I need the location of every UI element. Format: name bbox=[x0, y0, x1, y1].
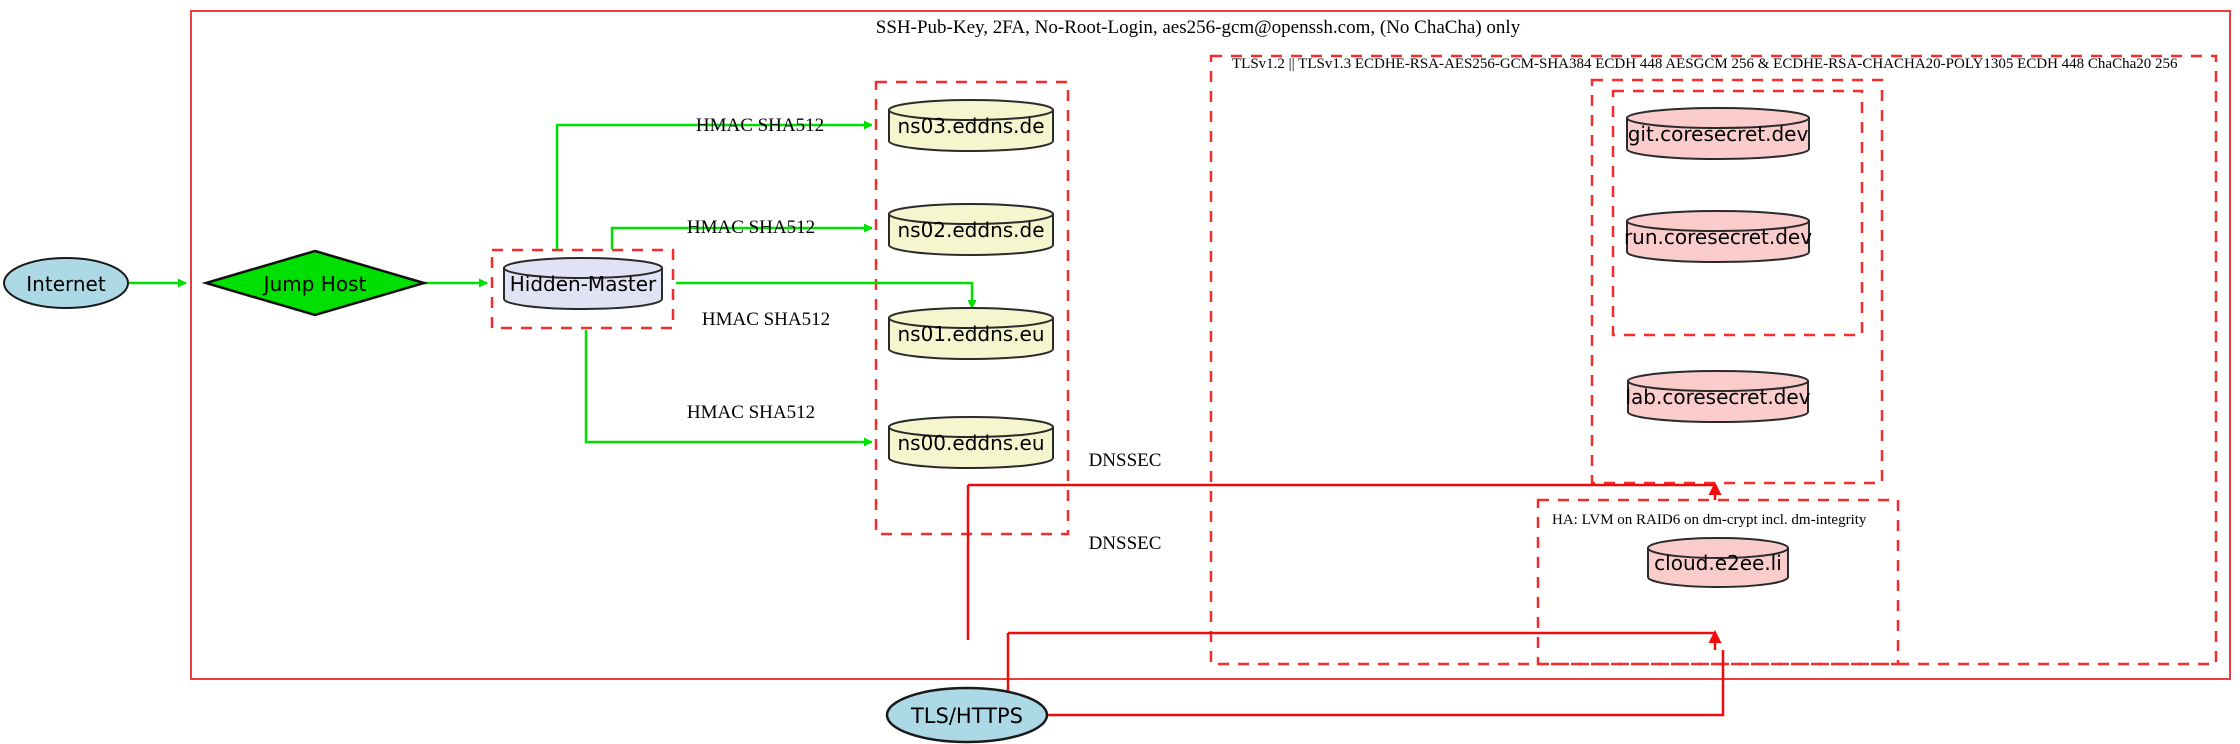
node-git-coresecret[interactable]: git.coresecret.dev bbox=[1626, 107, 1810, 160]
ns00-cylinder-body bbox=[888, 426, 1054, 469]
edge-label-hmac-ns01: HMAC SHA512 bbox=[702, 309, 830, 330]
outer-security-boundary bbox=[190, 10, 2231, 680]
lab-cylinder-top bbox=[1627, 370, 1809, 392]
lab-label: lab.coresecret.dev bbox=[1625, 385, 1810, 409]
tls-region-boundary bbox=[1209, 54, 2218, 666]
cloud-cylinder-body bbox=[1647, 547, 1789, 588]
tls-https-ellipse bbox=[885, 686, 1049, 744]
edge-tlshttps-right bbox=[1047, 650, 1725, 717]
ns02-label: ns02.eddns.de bbox=[897, 218, 1044, 242]
node-jump-host[interactable]: Jump Host bbox=[201, 249, 429, 317]
edge-label-hmac-ns00: HMAC SHA512 bbox=[687, 402, 815, 423]
dns-servers-boundary bbox=[874, 80, 1070, 536]
node-ns02[interactable]: ns02.eddns.de bbox=[888, 203, 1054, 256]
git-cylinder-body bbox=[1626, 117, 1810, 160]
node-hidden-master[interactable]: Hidden-Master bbox=[503, 257, 663, 310]
edge-hiddenmaster-ns02 bbox=[610, 223, 873, 249]
ns02-cylinder-top bbox=[888, 203, 1054, 225]
jump-host-label: Jump Host bbox=[262, 272, 367, 296]
ns03-cylinder-body bbox=[888, 109, 1054, 152]
hidden-master-label: Hidden-Master bbox=[510, 272, 657, 296]
internet-label: Internet bbox=[26, 272, 106, 296]
ha-policy-label: HA: LVM on RAID6 on dm-crypt incl. dm-in… bbox=[1552, 512, 1867, 528]
ns01-cylinder-top bbox=[888, 307, 1054, 329]
edge-label-dnssec-upper: DNSSEC bbox=[1089, 450, 1162, 471]
edge-label-hmac-ns02: HMAC SHA512 bbox=[687, 217, 815, 238]
ns03-label: ns03.eddns.de bbox=[897, 114, 1044, 138]
node-ns01[interactable]: ns01.eddns.eu bbox=[888, 307, 1054, 360]
coresecret-group-outer bbox=[1590, 78, 1884, 485]
git-label: git.coresecret.dev bbox=[1628, 122, 1809, 146]
run-label: run.coresecret.dev bbox=[1624, 225, 1812, 249]
tls-policy-label: TLSv1.2 || TLSv1.3 ECDHE-RSA-AES256-GCM-… bbox=[1232, 56, 2178, 72]
edge-hiddenmaster-ns01 bbox=[676, 281, 977, 309]
node-cloud-e2ee[interactable]: cloud.e2ee.li bbox=[1647, 537, 1789, 588]
hidden-master-cylinder-top bbox=[503, 257, 663, 279]
ha-region-boundary bbox=[1536, 498, 1900, 666]
ns02-cylinder-body bbox=[888, 213, 1054, 256]
edge-hiddenmaster-ns00 bbox=[584, 330, 873, 447]
node-internet[interactable]: Internet bbox=[3, 257, 129, 309]
ns03-cylinder-top bbox=[888, 99, 1054, 121]
ns00-cylinder-top bbox=[888, 416, 1054, 438]
ns01-label: ns01.eddns.eu bbox=[897, 322, 1044, 346]
edge-hiddenmaster-ns03 bbox=[555, 120, 873, 249]
internet-ellipse bbox=[3, 257, 129, 309]
tls-https-label: TLS/HTTPS bbox=[910, 704, 1023, 728]
coresecret-group-inner bbox=[1611, 89, 1864, 337]
ns00-label: ns00.eddns.eu bbox=[897, 431, 1044, 455]
node-ns00[interactable]: ns00.eddns.eu bbox=[888, 416, 1054, 469]
git-cylinder-top bbox=[1626, 107, 1810, 129]
cloud-label: cloud.e2ee.li bbox=[1654, 551, 1782, 575]
hidden-master-boundary bbox=[490, 248, 675, 330]
ssh-policy-label: SSH-Pub-Key, 2FA, No-Root-Login, aes256-… bbox=[876, 17, 1521, 38]
node-run-coresecret[interactable]: run.coresecret.dev bbox=[1624, 210, 1812, 263]
hidden-master-cylinder-body bbox=[503, 267, 663, 310]
cloud-cylinder-top bbox=[1647, 537, 1789, 559]
lab-cylinder-body bbox=[1627, 380, 1809, 423]
run-cylinder-top bbox=[1626, 210, 1810, 232]
edge-label-hmac-ns03: HMAC SHA512 bbox=[696, 115, 824, 136]
run-cylinder-body bbox=[1626, 220, 1810, 263]
node-lab-coresecret[interactable]: lab.coresecret.dev bbox=[1625, 370, 1811, 423]
node-ns03[interactable]: ns03.eddns.de bbox=[888, 99, 1054, 152]
ns01-cylinder-body bbox=[888, 317, 1054, 360]
jump-host-diamond bbox=[201, 249, 429, 317]
node-tls-https[interactable]: TLS/HTTPS bbox=[885, 686, 1049, 744]
edge-label-dnssec-lower: DNSSEC bbox=[1089, 533, 1162, 554]
